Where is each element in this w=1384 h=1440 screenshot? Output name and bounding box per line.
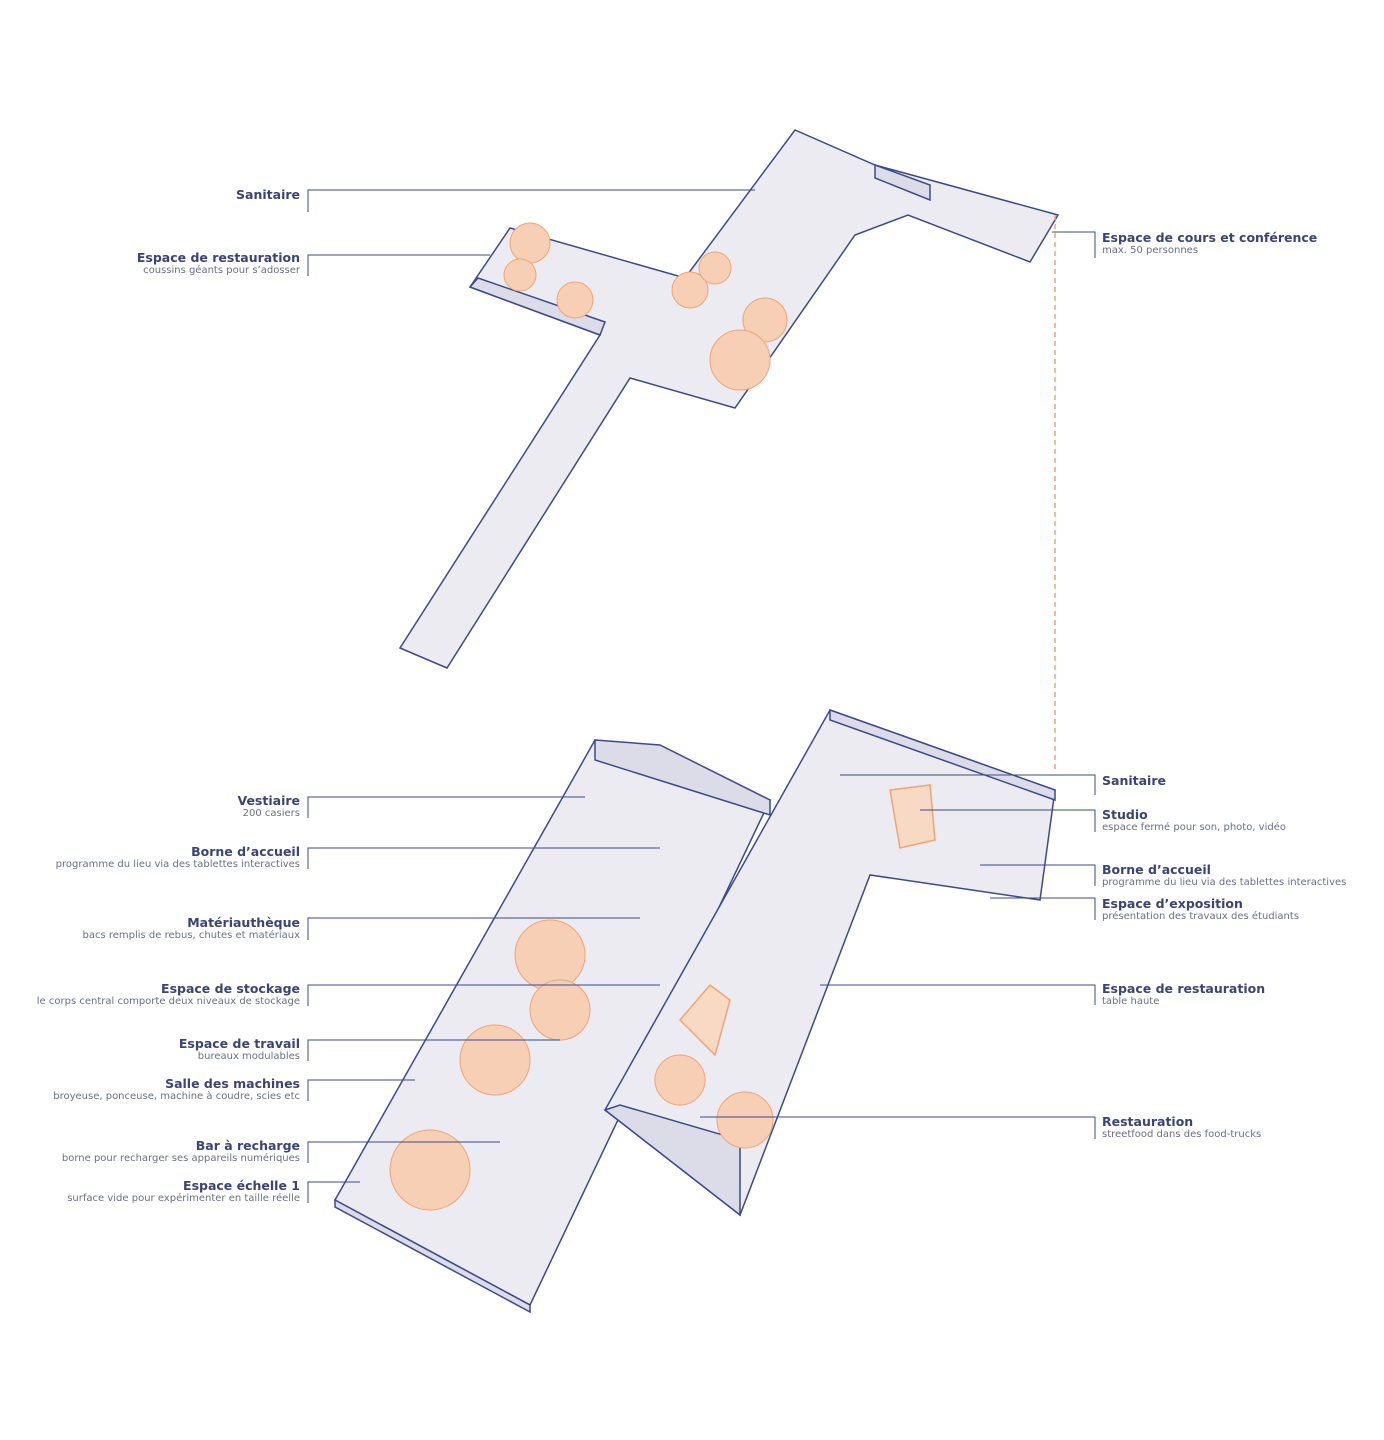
label-sub: bureaux modulables bbox=[197, 1051, 300, 1063]
label-sub: bacs remplis de rebus, chutes et matéria… bbox=[82, 930, 300, 942]
label-title: Restauration bbox=[1102, 1114, 1194, 1129]
label-title: Espace échelle 1 bbox=[183, 1178, 300, 1193]
label-sub: programme du lieu via des tablettes inte… bbox=[1102, 877, 1347, 889]
label-sub: présentation des travaux des étudiants bbox=[1102, 911, 1300, 923]
label-title: Espace d’exposition bbox=[1102, 896, 1243, 911]
label-sub: max. 50 personnes bbox=[1102, 245, 1199, 257]
label-sub: programme du lieu via des tablettes inte… bbox=[55, 859, 300, 871]
label-sub: surface vide pour expérimenter en taille… bbox=[67, 1193, 300, 1205]
label-title: Sanitaire bbox=[236, 187, 300, 202]
label-sub: coussins géants pour s’adosser bbox=[143, 265, 300, 277]
label-title: Bar à recharge bbox=[195, 1138, 300, 1153]
label-title: Vestiaire bbox=[237, 793, 300, 808]
label-sub: espace fermé pour son, photo, vidéo bbox=[1102, 822, 1286, 834]
label-title: Borne d’accueil bbox=[1102, 862, 1211, 877]
label-sub: le corps central comporte deux niveaux d… bbox=[36, 996, 300, 1008]
label-title: Matériauthèque bbox=[187, 915, 300, 930]
label-title: Espace de cours et conférence bbox=[1102, 230, 1318, 245]
label-sub: 200 casiers bbox=[242, 808, 300, 820]
label-title: Espace de restauration bbox=[1102, 981, 1266, 996]
label-sanitaire-ground: Sanitaire bbox=[1102, 773, 1382, 788]
upper-floor-plan bbox=[398, 129, 1060, 669]
label-sub: broyeuse, ponceuse, machine à coudre, sc… bbox=[53, 1091, 300, 1103]
ground-floor-plan bbox=[333, 708, 1056, 1314]
label-title: Borne d’accueil bbox=[191, 844, 300, 859]
label-sub: streetfood dans des food-trucks bbox=[1102, 1129, 1262, 1141]
label-title: Sanitaire bbox=[1102, 773, 1166, 788]
label-sub: borne pour recharger ses appareils numér… bbox=[61, 1153, 300, 1165]
label-sub: table haute bbox=[1102, 996, 1160, 1008]
label-upper-sanitaire: Sanitaire bbox=[10, 187, 300, 202]
label-title: Espace de stockage bbox=[161, 981, 300, 996]
label-title: Studio bbox=[1102, 807, 1148, 822]
leader-lines bbox=[307, 189, 1096, 1203]
label-title: Salle des machines bbox=[165, 1076, 300, 1091]
label-title: Espace de travail bbox=[178, 1036, 300, 1051]
label-title: Espace de restauration bbox=[136, 250, 300, 265]
